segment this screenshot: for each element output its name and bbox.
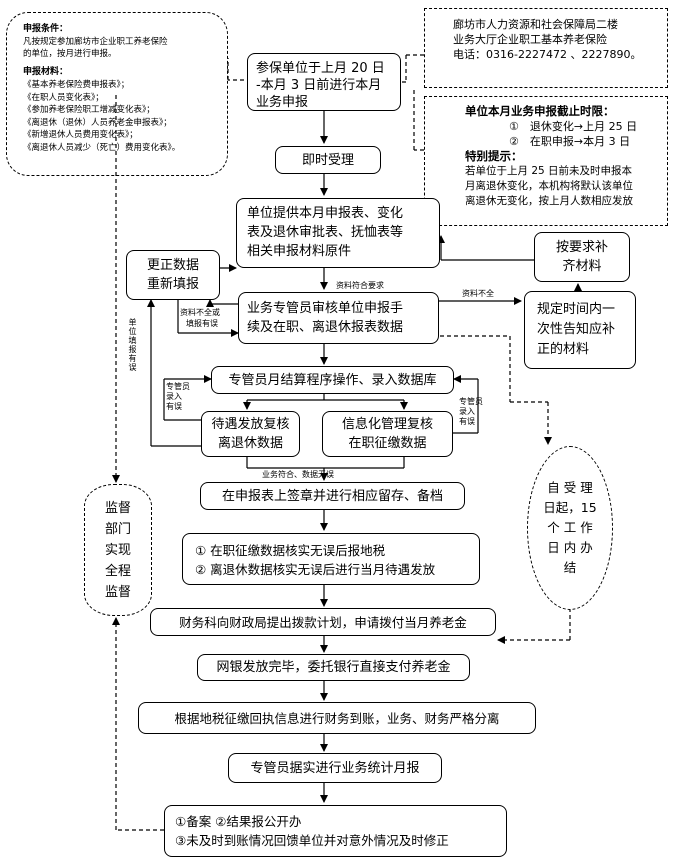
step-accept: 即时受理 (275, 146, 381, 174)
tip-title: 特别提示： (465, 149, 523, 163)
tip-text: 若单位于上月 25 日前未及时申报本 月离退休变化，本机构将默认该单位 离退休无… (465, 165, 633, 207)
step-review-contributions: 信息化管理复核 在职征缴数据 (322, 411, 453, 457)
step-monthly-report: 专管员据实进行业务统计月报 (228, 753, 442, 783)
address-line-1: 廊坊市人力资源和社会保障局二楼 (453, 18, 618, 31)
step-funding-plan: 财务科向财政局提出拨款计划，申请拨付当月养老金 (150, 608, 496, 636)
phone-text: 电话：0316-2227472 、2227890。 (453, 48, 642, 61)
timelimit-ellipse: 自 受 理 日起，15 个 工 作 日 内 办 结 (527, 446, 613, 610)
note-not-complete-b: 填报有误 (186, 319, 218, 328)
step-review-retirees: 待遇发放复核 离退休数据 (201, 411, 300, 457)
deadline-box: 单位本月业务申报截止时限： ① 退休变化→上月 25 日 ② 在职申报→本月 3… (424, 96, 668, 226)
deadline-item-retire: ① 退休变化→上月 25 日 (509, 120, 638, 133)
deadline-title: 单位本月业务申报截止时限： (465, 104, 615, 118)
application-info-box: 申报条件： 凡按规定参加廊坊市企业职工养老保险 的单位，按月进行申报。 申报材料… (6, 12, 228, 176)
step-bank-payment: 网银发放完毕，委托银行直接支付养老金 (197, 654, 470, 681)
supervision-badge: 监督 部门 实现 全程 监督 (84, 484, 152, 616)
step-supply-materials: 按要求补 齐材料 (534, 232, 630, 282)
step-sign-archive: 在申报表上签章并进行相应留存、备档 (200, 482, 465, 510)
step-inform-once: 规定时间内一 次性告知应补 正的材料 (524, 291, 636, 369)
step-finance-reconcile: 根据地税征缴回执信息进行财务到账，业务、财务严格分离 (138, 702, 536, 734)
conditions-title: 申报条件： (23, 24, 69, 34)
materials-list: 《基本养老保险费申报表》； 《在职人员变化表》； 《参加养老保险职工增减变化表》… (23, 80, 181, 153)
materials-title: 申报材料： (23, 67, 69, 77)
conditions-text: 凡按规定参加廊坊市企业职工养老保险 的单位，按月进行申报。 (23, 37, 168, 59)
deadline-item-active: ② 在职申报→本月 3 日 (509, 135, 631, 148)
step-review-data: 业务专管员审核单位申报手 续及在职、离退休报表数据 (238, 292, 439, 344)
note-mgr-error-left: 专管员 录入 有误 (166, 382, 190, 411)
step-unit-apply: 参保单位于上月 20 日 -本月 3 日前进行本月 业务申报 (247, 53, 401, 111)
note-not-complete-a: 资料不全或 (180, 308, 220, 317)
step-correct-resubmit: 更正数据 重新填报 (126, 250, 220, 300)
note-incomplete: 资料不全 (462, 289, 494, 298)
step-monthly-settlement: 专管员月结算程序操作、录入数据库 (211, 366, 454, 394)
note-data-ok: 业务符合、数据无误 (262, 470, 334, 479)
address-line-2: 业务大厅企业职工基本养老保险 (453, 33, 607, 46)
step-filing-feedback: ①备案 ②结果报公开办 ③未及时到账情况回馈单位并对意外情况及时修正 (164, 805, 507, 857)
note-complete: 资料符合要求 (336, 281, 384, 290)
contact-info-box: 廊坊市人力资源和社会保障局二楼 业务大厅企业职工基本养老保险 电话：0316-2… (424, 8, 668, 88)
step-provide-materials: 单位提供本月申报表、变化 表及退休审批表、抚恤表等 相关申报材料原件 (236, 198, 440, 268)
note-mgr-error-right: 专管员 录入 有误 (459, 397, 483, 426)
note-unit-error: 单位填报有误 (128, 318, 137, 372)
step-verify-report: ① 在职征缴数据核实无误后报地税 ② 离退休数据核实无误后进行当月待遇发放 (182, 533, 480, 585)
